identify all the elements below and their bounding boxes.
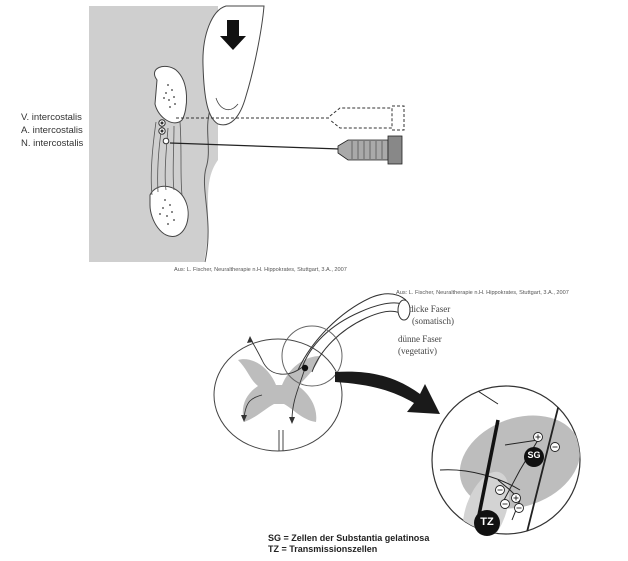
fiber-thin-sublabel: (vegetativ) — [398, 346, 437, 356]
legend-tz-text: = Transmissionszellen — [282, 544, 378, 554]
fiber-thick-label: dicke Faser — [409, 304, 450, 314]
fiber-thin-label: dünne Faser — [398, 334, 442, 344]
legend-tz-abbr: TZ — [268, 544, 279, 554]
legend-tz: TZ = Transmissionszellen — [268, 544, 377, 554]
cell-tz-label: TZ — [476, 516, 498, 528]
source-caption-bottom: Aus: L. Fischer, Neuraltherapie n.H. Hip… — [396, 290, 569, 296]
cell-sg-label: SG — [525, 450, 543, 460]
legend-sg-text: = Zellen der Substantia gelatinosa — [284, 533, 430, 543]
fiber-thick-sublabel: (somatisch) — [412, 316, 454, 326]
zoom-arrow-icon — [335, 372, 440, 414]
legend-sg: SG = Zellen der Substantia gelatinosa — [268, 533, 429, 543]
legend-sg-abbr: SG — [268, 533, 281, 543]
synapse-dot — [302, 365, 308, 371]
